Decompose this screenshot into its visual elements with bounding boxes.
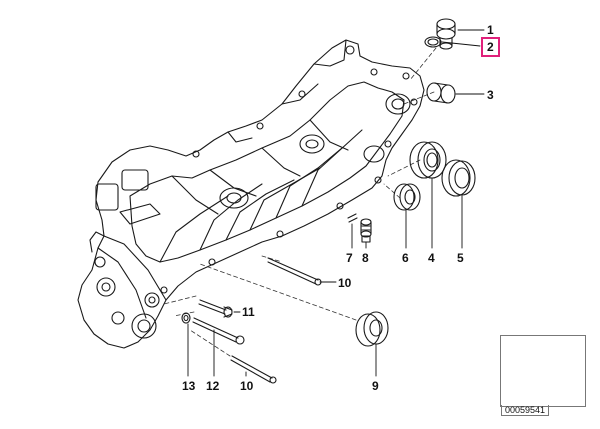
overview-thumbnail — [500, 335, 586, 407]
part-2-o-ring — [424, 36, 442, 48]
callout-4: 4 — [428, 251, 435, 265]
callout-1: 1 — [487, 23, 494, 37]
callout-2-highlighted[interactable]: 2 — [481, 37, 500, 57]
part-13-washer — [181, 312, 191, 324]
part-5-shaft-seal — [441, 159, 476, 197]
diagram-code: 00059541 — [501, 405, 550, 416]
leader-lines — [163, 47, 437, 357]
callout-7: 7 — [346, 251, 353, 265]
callout-10-upper: 10 — [338, 276, 352, 290]
part-3-bush — [426, 82, 456, 104]
callout-6: 6 — [402, 251, 409, 265]
part-10-stud-lower — [230, 355, 277, 384]
callout-11: 11 — [242, 305, 255, 319]
part-12-bolt — [192, 317, 245, 345]
part-11-bolt — [198, 299, 233, 318]
callout-9: 9 — [372, 379, 379, 393]
part-6-ball-bearing — [393, 183, 421, 211]
part-8-screw-plug — [360, 218, 372, 243]
part-7-sealing-ring — [347, 213, 358, 223]
callout-10-lower: 10 — [240, 379, 254, 393]
part-1-plug — [436, 18, 456, 50]
crankcase-housing — [77, 39, 425, 349]
part-10-stud-upper — [267, 257, 322, 286]
part-9-shaft-seal — [355, 311, 389, 347]
callout-12: 12 — [206, 379, 220, 393]
callout-3: 3 — [487, 88, 494, 102]
part-4-ball-bearing — [409, 141, 447, 179]
callout-8: 8 — [362, 251, 369, 265]
callout-13: 13 — [182, 379, 196, 393]
callout-5: 5 — [457, 251, 464, 265]
callout-leaders — [187, 29, 485, 377]
